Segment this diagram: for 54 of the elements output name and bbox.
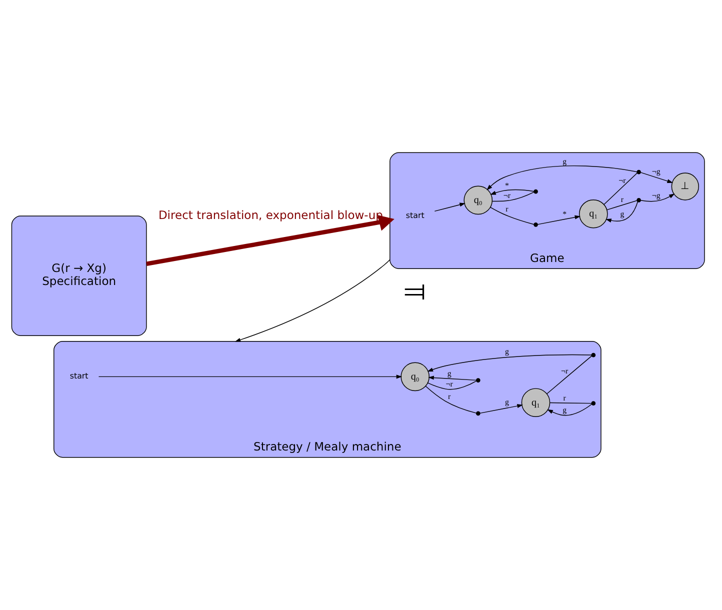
node-circle (476, 411, 480, 416)
label: ⫤ (404, 273, 426, 308)
edge-label: r (506, 204, 508, 214)
node-circle: q₁ (579, 199, 608, 228)
node-circle (534, 189, 538, 194)
edge-label: ¬r (618, 176, 626, 185)
connector (425, 386, 476, 414)
arrow (480, 404, 523, 414)
connector (490, 206, 534, 225)
connector (604, 172, 638, 205)
node-box: G(r → Xg) Specification (11, 216, 147, 336)
arrow (146, 214, 394, 266)
arrow (640, 172, 674, 183)
edge-label: g (504, 398, 509, 407)
edge-label: ¬g (652, 190, 660, 200)
edge-label: g (562, 157, 567, 166)
connector (550, 402, 592, 404)
node-circle (591, 352, 596, 358)
node-circle (534, 222, 538, 227)
arrow (606, 201, 638, 222)
edge-label: g (562, 406, 567, 415)
edge-label: * (562, 210, 567, 219)
node-circle: q₀ (400, 362, 430, 392)
edge-label: ¬g (652, 167, 660, 176)
arrow (640, 194, 675, 202)
node-circle: q₁ (521, 388, 550, 418)
arrow (234, 259, 390, 342)
arrow (486, 165, 638, 190)
edge-label: ¬r (561, 366, 568, 376)
edge-label: r (563, 393, 566, 402)
connector (428, 380, 477, 390)
edge-label: r (448, 392, 451, 401)
connector (546, 356, 592, 394)
edge-label: g (620, 210, 624, 219)
arrow (537, 215, 581, 225)
edge-label: * (504, 180, 509, 190)
connector (606, 200, 638, 210)
edge-label: ¬r (503, 190, 511, 200)
connector (492, 192, 534, 202)
node-circle (636, 198, 641, 202)
arrow (547, 404, 592, 416)
arrow (428, 376, 476, 381)
arrow (98, 374, 402, 379)
node-circle (636, 170, 641, 174)
arrow (434, 202, 466, 212)
node-circle (591, 401, 596, 406)
edge-label: ¬r (446, 380, 453, 389)
edge-label: r (620, 195, 624, 204)
node-circle: ⊥ (671, 172, 699, 200)
edge-label: g (504, 347, 509, 356)
arrow (490, 189, 534, 195)
edge-label: g (447, 368, 452, 378)
node-circle (476, 378, 480, 382)
arrow (427, 354, 592, 372)
